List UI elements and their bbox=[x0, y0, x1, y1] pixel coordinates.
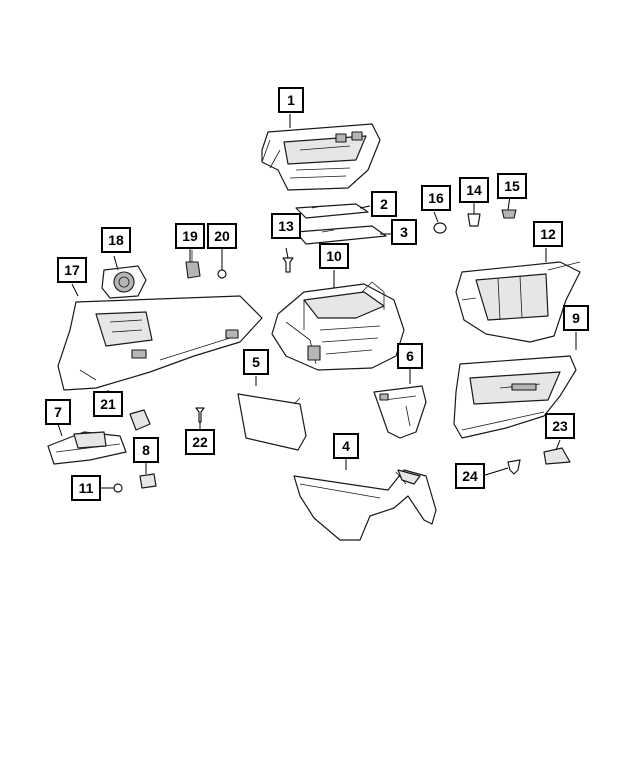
callout-22-label: 22 bbox=[192, 434, 208, 450]
part-5-side-panel bbox=[237, 393, 307, 451]
callout-20: 20 bbox=[207, 223, 237, 249]
callout-12-label: 12 bbox=[540, 226, 556, 242]
part-3-mat bbox=[295, 225, 387, 245]
callout-14-label: 14 bbox=[466, 182, 482, 198]
callout-24: 24 bbox=[455, 463, 485, 489]
callout-6: 6 bbox=[397, 343, 423, 369]
callout-17-label: 17 bbox=[64, 262, 80, 278]
callout-7-label: 7 bbox=[54, 404, 62, 420]
callout-8-label: 8 bbox=[142, 442, 150, 458]
callout-8: 8 bbox=[133, 437, 159, 463]
callout-13: 13 bbox=[271, 213, 301, 239]
part-8-clip bbox=[139, 473, 157, 489]
part-4-lower-shroud bbox=[293, 469, 437, 541]
callout-21: 21 bbox=[93, 391, 123, 417]
callout-4-label: 4 bbox=[342, 438, 350, 454]
callout-4: 4 bbox=[333, 433, 359, 459]
callout-11: 11 bbox=[71, 475, 101, 501]
callout-12: 12 bbox=[533, 221, 563, 247]
part-18-switch-housing bbox=[101, 265, 147, 299]
callout-16: 16 bbox=[421, 185, 451, 211]
callout-3: 3 bbox=[391, 219, 417, 245]
part-2-mat bbox=[295, 203, 369, 219]
callout-10-label: 10 bbox=[326, 248, 342, 264]
callout-16-label: 16 bbox=[428, 190, 444, 206]
callout-18-label: 18 bbox=[108, 232, 124, 248]
callout-21-label: 21 bbox=[100, 396, 116, 412]
part-20-fastener bbox=[217, 269, 227, 279]
callout-14: 14 bbox=[459, 177, 489, 203]
leader-lines bbox=[57, 114, 577, 489]
callout-19: 19 bbox=[175, 223, 205, 249]
callout-15: 15 bbox=[497, 173, 527, 199]
callout-7: 7 bbox=[45, 399, 71, 425]
callout-20-label: 20 bbox=[214, 228, 230, 244]
part-6-bracket bbox=[373, 385, 427, 439]
part-14-clip bbox=[467, 213, 481, 227]
callout-5-label: 5 bbox=[252, 354, 260, 370]
part-10-console-body bbox=[271, 281, 405, 371]
callout-23-label: 23 bbox=[552, 418, 568, 434]
part-1-upper-bezel bbox=[261, 123, 381, 191]
callout-1-label: 1 bbox=[287, 92, 295, 108]
callout-17: 17 bbox=[57, 257, 87, 283]
part-15-clip bbox=[501, 209, 517, 219]
callout-1: 1 bbox=[278, 87, 304, 113]
part-12-side-bracket bbox=[455, 261, 581, 343]
part-11-fastener bbox=[113, 483, 123, 493]
part-17-knee-panel bbox=[57, 295, 263, 391]
callout-9-label: 9 bbox=[572, 310, 580, 326]
part-24-push-clip bbox=[507, 459, 521, 475]
callout-2-label: 2 bbox=[380, 196, 388, 212]
callout-19-label: 19 bbox=[182, 228, 198, 244]
callout-3-label: 3 bbox=[400, 224, 408, 240]
callout-18: 18 bbox=[101, 227, 131, 253]
part-19-clip bbox=[185, 250, 201, 279]
callout-9: 9 bbox=[563, 305, 589, 331]
callout-11-label: 11 bbox=[79, 480, 94, 496]
part-23-bracket bbox=[543, 447, 571, 465]
callout-6-label: 6 bbox=[406, 348, 414, 364]
callout-24-label: 24 bbox=[462, 468, 478, 484]
part-7-lower-bracket bbox=[47, 431, 127, 465]
part-9-glove-box-door bbox=[453, 355, 577, 439]
part-22-push-pin bbox=[195, 407, 205, 423]
callout-23: 23 bbox=[545, 413, 575, 439]
callout-15-label: 15 bbox=[504, 178, 520, 194]
callout-10: 10 bbox=[319, 243, 349, 269]
callout-2: 2 bbox=[371, 191, 397, 217]
callout-22: 22 bbox=[185, 429, 215, 455]
part-13-screw bbox=[282, 257, 294, 273]
part-16-clip bbox=[433, 222, 447, 234]
callout-13-label: 13 bbox=[278, 218, 294, 234]
callout-5: 5 bbox=[243, 349, 269, 375]
part-21-small-bracket bbox=[129, 409, 151, 431]
